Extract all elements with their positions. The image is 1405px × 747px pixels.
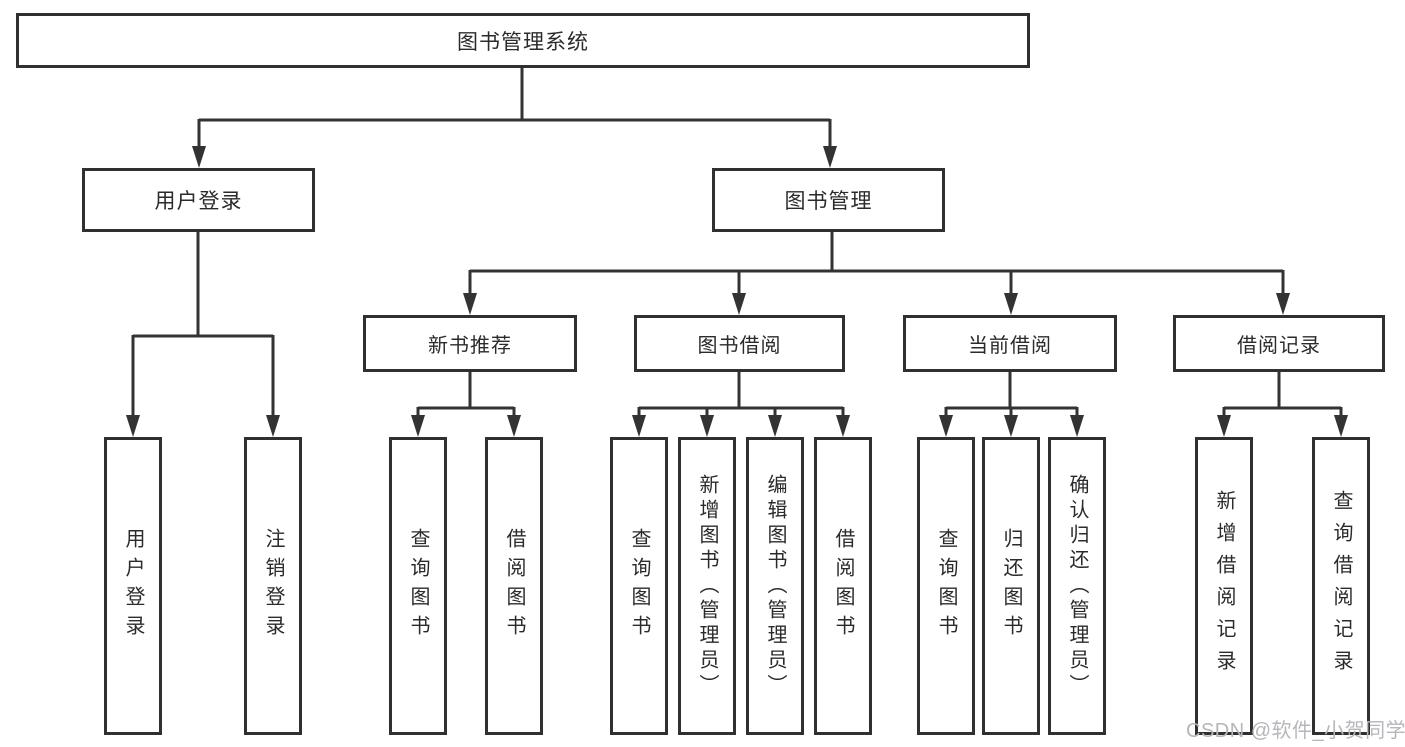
- connector-borrow-record-subtree: [1222, 372, 1343, 419]
- node-label: 新书推荐: [428, 335, 512, 357]
- node-label: 新增图书（管理员）: [696, 473, 718, 699]
- node-leaf-borrow-books-2: 借阅图书: [814, 437, 872, 735]
- node-leaf-query-books-1: 查询图书: [389, 437, 447, 735]
- node-book-management: 图书管理: [712, 168, 945, 232]
- node-label: 归还图书: [1000, 528, 1022, 644]
- node-label: 借阅记录: [1237, 335, 1321, 357]
- node-new-book-recommend: 新书推荐: [363, 315, 577, 372]
- node-label: 查询借阅记录: [1330, 490, 1352, 682]
- node-label: 编辑图书（管理员）: [764, 473, 786, 699]
- node-leaf-query-books-2: 查询图书: [610, 437, 668, 735]
- node-book-borrow: 图书借阅: [634, 315, 845, 372]
- node-label: 借阅图书: [832, 528, 854, 644]
- connector-new-book-subtree: [416, 372, 516, 419]
- node-leaf-add-book-admin: 新增图书（管理员）: [678, 437, 736, 735]
- connector-root-to-level2: [197, 68, 832, 150]
- node-leaf-logout: 注销登录: [244, 437, 302, 735]
- node-label: 图书借阅: [697, 335, 782, 357]
- node-borrow-record: 借阅记录: [1173, 315, 1385, 372]
- node-leaf-add-borrow-record: 新增借阅记录: [1195, 437, 1253, 735]
- node-label: 查询图书: [628, 528, 650, 644]
- node-current-borrow: 当前借阅: [903, 315, 1117, 372]
- node-leaf-return-book: 归还图书: [982, 437, 1040, 735]
- node-leaf-edit-book-admin: 编辑图书（管理员）: [746, 437, 804, 735]
- node-label: 查询图书: [407, 528, 429, 644]
- connector-user-login-subtree: [131, 232, 275, 418]
- node-label: 当前借阅: [968, 335, 1052, 357]
- node-label: 用户登录: [154, 190, 243, 213]
- connector-book-borrow-subtree: [637, 372, 845, 419]
- node-leaf-borrow-books-1: 借阅图书: [485, 437, 543, 735]
- csdn-watermark: CSDN @软件_小贺同学: [1186, 720, 1405, 742]
- node-user-login: 用户登录: [82, 168, 315, 232]
- node-label: 查询图书: [935, 528, 957, 644]
- node-label: 注销登录: [262, 528, 284, 644]
- node-leaf-confirm-return-admin: 确认归还（管理员）: [1048, 437, 1106, 735]
- connector-book-management-to-level3: [468, 232, 1285, 297]
- node-label: 图书管理系统: [457, 30, 589, 54]
- node-leaf-user-login: 用户登录: [104, 437, 162, 735]
- node-label: 新增借阅记录: [1213, 490, 1235, 682]
- node-label: 用户登录: [122, 528, 144, 644]
- node-label: 确认归还（管理员）: [1066, 473, 1088, 699]
- node-label: 图书管理: [784, 190, 873, 213]
- node-label: 借阅图书: [503, 528, 525, 644]
- node-leaf-query-borrow-record: 查询借阅记录: [1312, 437, 1370, 735]
- node-leaf-query-books-3: 查询图书: [917, 437, 975, 735]
- connector-current-borrow-subtree: [944, 372, 1079, 419]
- node-system-root: 图书管理系统: [16, 13, 1030, 68]
